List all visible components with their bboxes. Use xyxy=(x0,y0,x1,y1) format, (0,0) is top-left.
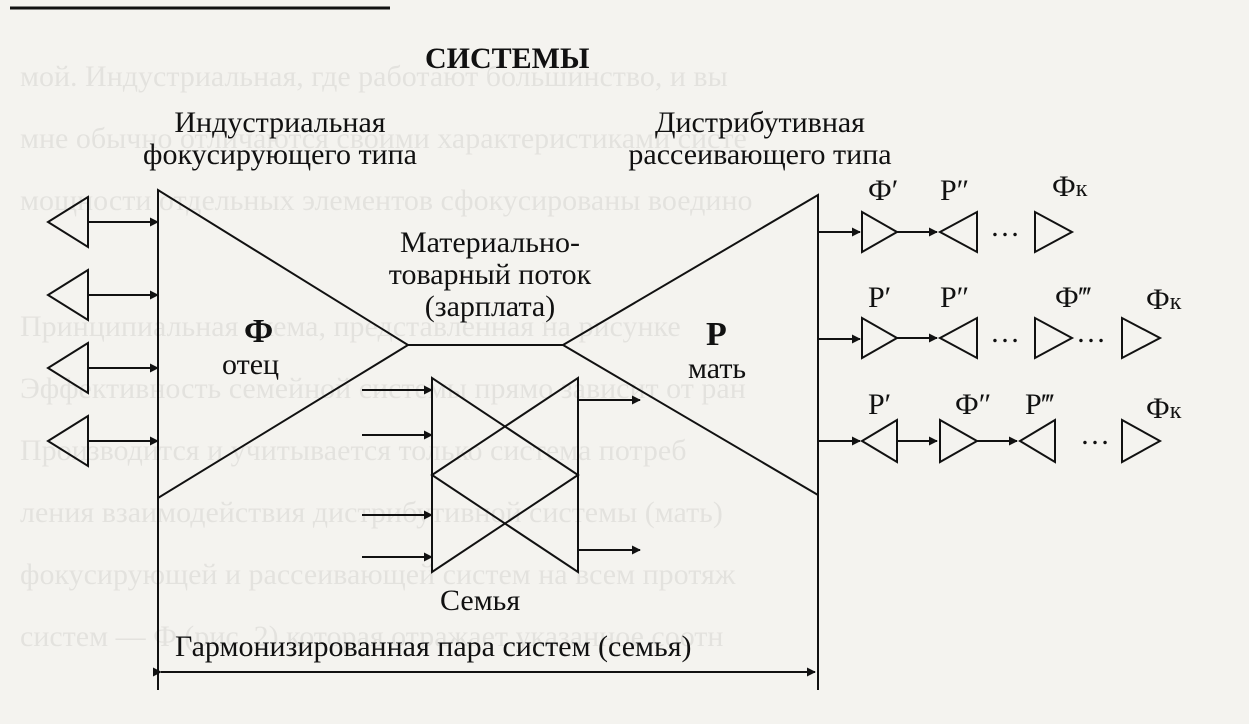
bleed-through-line-2: мне обычно отличаются своими характерист… xyxy=(20,122,747,155)
chain-2-triangle-2 xyxy=(937,316,978,360)
right-system-title-line-2: рассеивающего типа xyxy=(628,138,892,171)
father-symbol: Ф xyxy=(244,313,274,350)
bleed-through-line-1: мой. Индустриальная, где работают больши… xyxy=(20,60,728,93)
chain-2-label-b: Р″ xyxy=(940,281,970,314)
chain-1-label-b: Р″ xyxy=(940,174,970,207)
diagram-title: СИСТЕМЫ xyxy=(425,42,590,75)
family-label: Семья xyxy=(440,584,521,617)
mother-triangle xyxy=(561,193,819,497)
chain-3-triangle-2 xyxy=(939,418,980,464)
chain-3-label-c: Р‴ xyxy=(1025,388,1055,421)
chain-1-triangle-1 xyxy=(861,210,900,254)
chain-2-label-a: Р′ xyxy=(868,281,892,314)
mother-label: мать xyxy=(688,352,747,385)
bleed-through-line-8: фокусирующей и рассеивающей систем на вс… xyxy=(20,558,736,591)
left-system-title-line-1: Индустриальная xyxy=(174,106,386,139)
family-triangle-focusing xyxy=(431,376,580,574)
bleed-through-line-4: Принципиальная схема, представленная на … xyxy=(20,310,681,343)
bleed-through-line-7: ления взаимодействия дистрибутивной сист… xyxy=(20,496,723,529)
chain-3-triangle-4 xyxy=(1121,418,1163,464)
bleed-through-line-6: Производится и учитывается только систем… xyxy=(20,434,687,467)
left-system-title-line-2: фокусирующего типа xyxy=(143,138,417,171)
chain-2-ellipsis-1: … xyxy=(990,316,1020,349)
flow-label-line-1: Материально- xyxy=(400,226,580,259)
chain-2-label-c: Ф‴ xyxy=(1055,281,1092,314)
flow-label-line-3: (зарплата) xyxy=(424,290,556,323)
right-system-title-line-1: Дистрибутивная xyxy=(655,106,865,139)
input-triangle-3 xyxy=(46,341,89,395)
flow-label-line-2: товарный поток xyxy=(388,258,592,291)
chain-3-ellipsis: … xyxy=(1080,418,1110,451)
chain-1-triangle-3 xyxy=(1034,210,1075,254)
chain-2-triangle-4 xyxy=(1121,316,1163,360)
chain-1-triangle-2 xyxy=(937,210,978,254)
input-triangle-2 xyxy=(46,268,89,322)
chain-3-label-a: Р′ xyxy=(868,388,892,421)
mother-symbol: Р xyxy=(706,316,727,353)
chain-1-label-c: Фк xyxy=(1052,170,1088,203)
family-triangle-scattering xyxy=(430,376,579,574)
chain-1-label-a: Ф′ xyxy=(868,174,899,207)
harmonized-pair-caption: Гармонизированная пара систем (семья) xyxy=(175,630,692,663)
chain-2-label-d: Фк xyxy=(1146,283,1182,316)
chain-3-label-b: Ф″ xyxy=(955,388,992,421)
father-triangle xyxy=(157,188,410,500)
chain-3-triangle-1 xyxy=(860,418,898,464)
bleed-through-line-3: мощности отдельных элементов сфокусирова… xyxy=(20,184,753,217)
chain-2-triangle-3 xyxy=(1034,316,1075,360)
input-triangle-1 xyxy=(46,195,89,249)
input-triangle-4 xyxy=(46,414,89,468)
chain-3-label-d: Фк xyxy=(1146,392,1182,425)
bleed-through-line-9: систем — Ф (рис. 2) которая отражает ука… xyxy=(20,620,724,653)
chain-3-triangle-3 xyxy=(1018,418,1056,464)
father-label: отец xyxy=(222,348,280,381)
chain-2-ellipsis-2: … xyxy=(1076,316,1106,349)
chain-2-triangle-1 xyxy=(861,316,900,360)
chain-1-ellipsis: … xyxy=(990,210,1020,243)
